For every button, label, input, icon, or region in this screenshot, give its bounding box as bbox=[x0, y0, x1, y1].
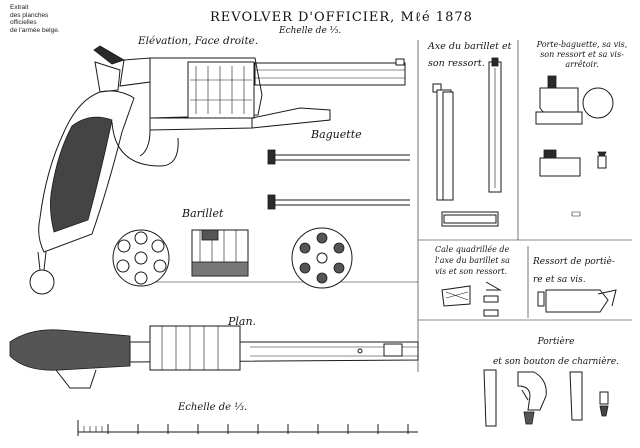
loading-gate-drawing bbox=[483, 369, 609, 427]
plate-title: REVOLVER D'OFFICIER, Mℓé 1878 bbox=[210, 10, 473, 25]
label-line: arrêtoir. bbox=[565, 60, 599, 69]
source-note: Extrait des planches officielles de l'ar… bbox=[10, 4, 60, 34]
barillet-label: Barillet bbox=[182, 207, 224, 220]
revolver-elevation-drawing bbox=[29, 45, 406, 295]
source-note-line: Extrait bbox=[10, 4, 29, 11]
label-line: Ressort de portiè- bbox=[533, 257, 615, 267]
source-note-line: officielles bbox=[10, 19, 37, 26]
baguette-label: Baguette bbox=[311, 128, 362, 141]
source-note-line: des planches bbox=[10, 11, 49, 19]
scale-top-label: Echelle de ⅓. bbox=[279, 26, 342, 36]
porte-baguette-label: Porte-baguette, sa vis, son ressort et s… bbox=[532, 40, 632, 70]
scale-bottom-label: Echelle de ⅓. bbox=[178, 402, 248, 413]
axe-barillet-label: Axe du barillet et son ressort. bbox=[428, 38, 511, 72]
revolver-plan-drawing bbox=[9, 325, 419, 389]
checkered-wedge-drawing bbox=[441, 281, 502, 317]
baguette-drawing bbox=[267, 149, 410, 210]
portiere-label: Portière et son bouton de charnière. bbox=[476, 332, 636, 372]
label-line: vis et son ressort. bbox=[435, 267, 508, 276]
label-line: l'axe du barillet sa bbox=[435, 256, 510, 265]
label-line: et son bouton de charnière. bbox=[492, 357, 620, 367]
plan-label: Plan. bbox=[228, 315, 257, 328]
elevation-label: Elévation, Face droite. bbox=[138, 35, 259, 47]
label-line: Axe du barillet et bbox=[428, 41, 512, 52]
rod-holder-drawing bbox=[535, 75, 614, 217]
ressort-portiere-label: Ressort de portiè- re et sa vis. bbox=[533, 253, 615, 289]
label-line: re et sa vis. bbox=[533, 275, 586, 285]
label-line: Portière bbox=[537, 337, 575, 347]
label-line: Cale quadrillée de bbox=[435, 245, 510, 254]
label-line: son ressort et sa vis- bbox=[540, 50, 624, 59]
gate-spring-drawing bbox=[537, 289, 617, 313]
cale-quadrillee-label: Cale quadrillée de l'axe du barillet sa … bbox=[435, 244, 510, 277]
label-line: Porte-baguette, sa vis, bbox=[536, 40, 628, 49]
cylinder-drawing bbox=[112, 227, 353, 289]
label-line: son ressort. bbox=[428, 58, 485, 69]
source-note-line: de l'armée belge. bbox=[10, 26, 60, 34]
ruler-scale bbox=[77, 420, 418, 436]
cylinder-axis-drawing bbox=[432, 57, 502, 227]
